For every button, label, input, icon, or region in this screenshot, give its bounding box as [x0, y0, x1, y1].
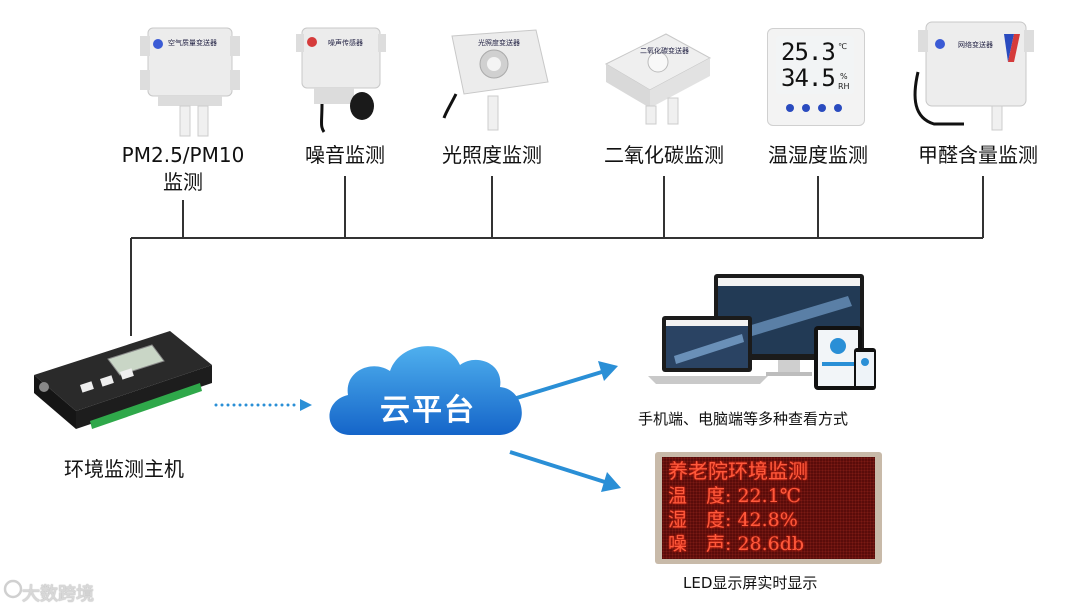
- display-rh: RH: [838, 82, 850, 91]
- hcho-label: 甲醛含量监测: [918, 143, 1038, 167]
- cloud-shape: [329, 346, 522, 435]
- noise-label: 噪音监测: [305, 143, 385, 167]
- arrow-to-devices: [509, 369, 606, 402]
- led-panel: 养老院环境监测 温 度: 22.1℃ 湿 度: 42.8% 噪 声: 28.6d…: [662, 457, 875, 559]
- pm-label-line2: 监测: [163, 170, 203, 194]
- display-temp-unit: ℃: [838, 42, 847, 51]
- led-row: 湿 度: 42.8%: [668, 508, 798, 532]
- display-hum-unit: %: [840, 72, 848, 81]
- led-row: 噪 声: 28.6db: [668, 532, 804, 556]
- pm-label-line1: PM2.5/PM10: [121, 143, 245, 167]
- hygro-screen: [776, 36, 854, 94]
- hygro-buttons: [786, 104, 842, 112]
- host-label: 环境监测主机: [64, 457, 184, 481]
- led-row: 温 度: 22.1℃: [668, 484, 801, 508]
- pm-label: PM2.5/PM10 监测: [113, 142, 253, 196]
- dotted-arrow: [214, 399, 312, 411]
- led-display-screen: 养老院环境监测 温 度: 22.1℃ 湿 度: 42.8% 噪 声: 28.6d…: [655, 452, 882, 564]
- led-row-value: 42.8%: [737, 509, 798, 531]
- led-row-name: 温 度:: [668, 485, 732, 507]
- device-name: 网络变送器: [958, 41, 993, 49]
- temp-humidity-label: 温湿度监测: [768, 143, 868, 167]
- watermark-logo-icon: [3, 579, 23, 599]
- arrow-to-led: [509, 450, 609, 485]
- light-label: 光照度监测: [442, 143, 542, 167]
- display-temp: 25.3: [781, 38, 836, 66]
- led-row-name: 湿 度:: [668, 509, 732, 531]
- cloud-label: 云平台: [380, 393, 476, 428]
- device-name: 噪声传感器: [328, 39, 363, 47]
- led-title: 养老院环境监测: [668, 459, 808, 483]
- device-name: 二氧化碳变送器: [640, 47, 689, 55]
- devices-caption: 手机端、电脑端等多种查看方式: [638, 410, 849, 428]
- co2-label: 二氧化碳监测: [604, 143, 724, 167]
- watermark-text: 大数跨境: [22, 584, 94, 605]
- display-hum: 34.5: [781, 64, 836, 92]
- led-row-value: 22.1℃: [737, 485, 802, 507]
- led-row-value: 28.6db: [737, 533, 805, 555]
- device-name: 空气质量变送器: [168, 39, 217, 47]
- led-caption: LED显示屏实时显示: [683, 574, 818, 592]
- device-name: 光照度变送器: [478, 39, 520, 47]
- led-row-name: 噪 声:: [668, 533, 732, 555]
